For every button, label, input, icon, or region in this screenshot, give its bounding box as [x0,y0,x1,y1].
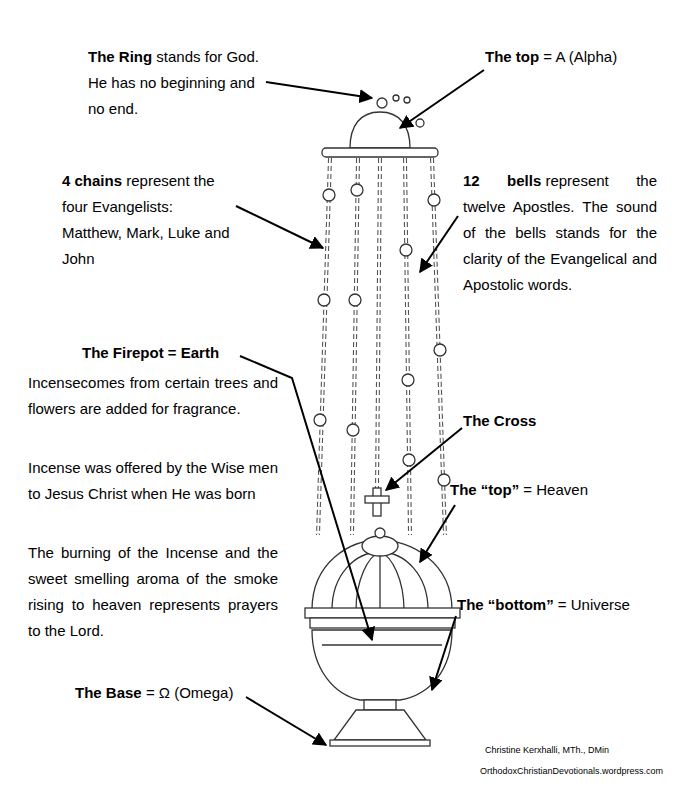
text-block: The “bottom”= Universe [457,592,682,618]
part-name: 12 bells [463,172,541,189]
note-text: = Heaven [523,481,588,498]
note-text: Christine Kerxhalli, MTh., DMin [485,745,609,755]
part-name: The Firepot = Earth [82,344,219,361]
part-name: The Base [75,684,142,701]
note-text: The burning of the Incense and the sweet… [28,544,278,639]
part-name: The Cross [463,412,536,429]
text-block: 4 chainsrepresent the four Evangelists: … [62,168,234,272]
note-text: Incense was offered by the Wise men to J… [28,459,278,502]
note-text: represent the twelve Apostles. The sound… [463,172,657,293]
text-block: Incense was offered by the Wise men to J… [28,455,278,507]
note-text: = Ω (Omega) [146,684,234,701]
part-name: 4 chains [62,172,122,189]
part-name: The “bottom” [457,596,554,613]
text-block: The burning of the Incense and the sweet… [28,540,278,644]
text-block: OrthodoxChristianDevotionals.wordpress.c… [480,765,663,777]
note-text: Incense [28,374,81,391]
text-block: The Base= Ω (Omega) [75,680,275,706]
note-text: = A (Alpha) [543,48,617,65]
text-block: The top= A (Alpha) [485,44,675,70]
text-block: 12 bellsrepresent the twelve Apostles. T… [463,168,657,298]
part-name: The Ring [88,48,152,65]
text-block: The Cross [463,408,643,434]
text-block: Incensecomes from certain trees and flow… [28,370,278,422]
note-text: OrthodoxChristianDevotionals.wordpress.c… [480,766,663,776]
part-name: The “top” [450,481,519,498]
text-block: The Firepot = Earth [82,340,282,366]
note-text: = Universe [558,596,630,613]
text-block: The Ringstands for God. He has no beginn… [88,44,260,122]
text-block: Christine Kerxhalli, MTh., DMin [485,744,609,756]
text-block: The “top”= Heaven [450,477,670,503]
leader-lines [236,70,484,745]
part-name: The top [485,48,539,65]
